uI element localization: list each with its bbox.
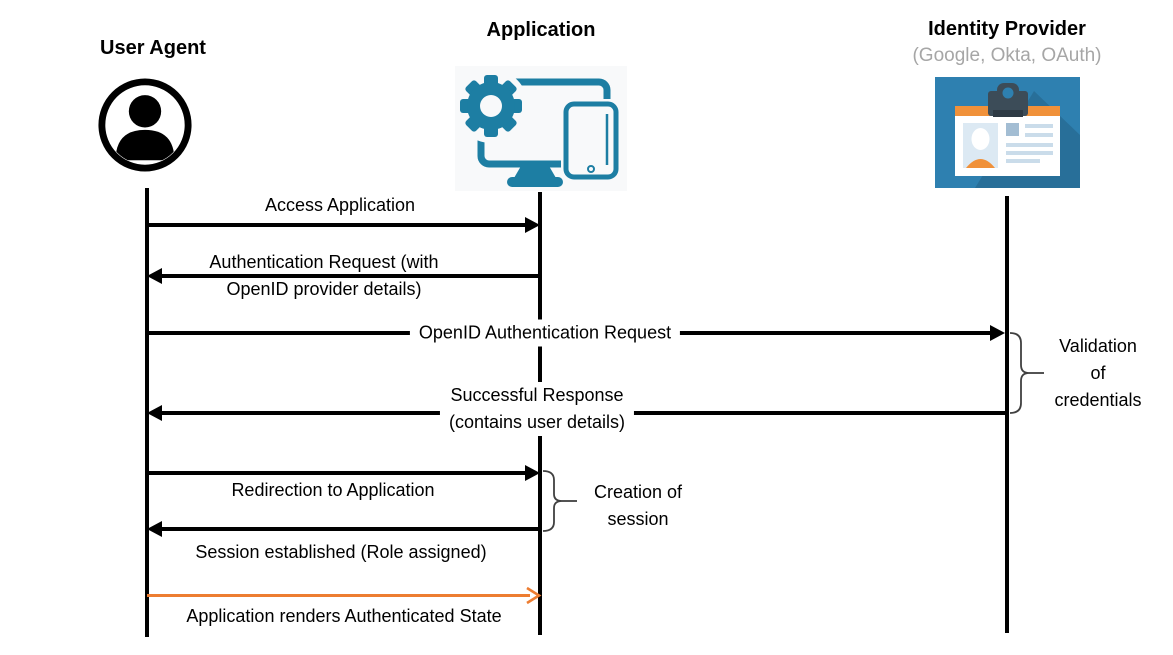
- message-5-line: [147, 471, 526, 475]
- actor-label-application: Application: [486, 19, 596, 41]
- message-7-arrowhead: [526, 586, 542, 605]
- message-2-arrowhead: [147, 268, 162, 284]
- annotation-validation-of-credentials: Validation of credentials: [1054, 336, 1142, 410]
- brace-validation-of-credentials: [1009, 332, 1044, 414]
- user-icon: [98, 78, 192, 172]
- message-6-arrowhead: [147, 521, 162, 537]
- brace-creation-of-session: [542, 470, 577, 532]
- message-4-label: Successful Response (contains user detai…: [439, 382, 635, 436]
- message-5-label: Redirection to Application: [231, 480, 435, 500]
- message-3-arrowhead: [990, 325, 1005, 341]
- message-1-arrowhead: [525, 217, 540, 233]
- application-icon: [455, 66, 627, 191]
- actor-subtitle-identity-provider: (Google, Okta, OAuth): [912, 45, 1102, 66]
- message-7-label: Application renders Authenticated State: [186, 606, 502, 626]
- actor-label-user-agent: User Agent: [100, 37, 206, 59]
- message-4-arrowhead: [147, 405, 162, 421]
- identity-provider-icon: [935, 77, 1080, 188]
- message-3-label: OpenID Authentication Request: [409, 319, 681, 347]
- message-2-line: [161, 274, 540, 278]
- annotation-creation-of-session: Creation of session: [593, 482, 683, 529]
- message-1-label: Access Application: [264, 195, 416, 215]
- message-1-line: [147, 223, 526, 227]
- message-6-line: [161, 527, 540, 531]
- message-6-label: Session established (Role assigned): [195, 542, 487, 562]
- lifeline-identity-provider: [1005, 196, 1009, 633]
- message-5-arrowhead: [525, 465, 540, 481]
- actor-label-identity-provider: Identity Provider: [928, 18, 1086, 40]
- message-2-label: Authentication Request (with OpenID prov…: [209, 252, 439, 299]
- message-7-line: [147, 594, 530, 597]
